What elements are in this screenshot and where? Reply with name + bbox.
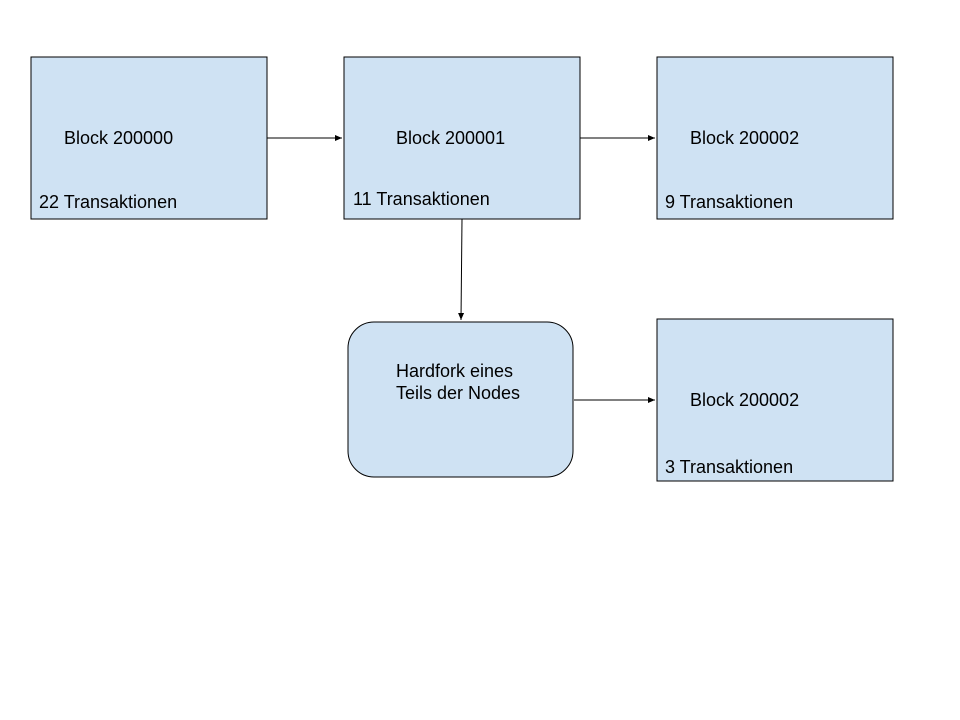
node-block-200002-fork[interactable]: Block 200002 3 Transaktionen [656,318,894,482]
node-hardfork-line1: Hardfork eines [396,361,513,381]
node-block-200000-count: 22 Transaktionen [39,192,177,212]
node-block-200002-fork-title: Block 200002 [690,390,799,410]
edge-block-200001-to-hardfork [458,218,465,321]
node-block-200002-main-count: 9 Transaktionen [665,192,793,212]
node-block-200002-main[interactable]: Block 200002 9 Transaktionen [656,56,894,220]
node-block-200001-box [343,56,581,220]
node-block-200001-count: 11 Transaktionen [353,189,490,209]
node-block-200002-fork-count: 3 Transaktionen [665,457,793,477]
node-block-200002-main-title: Block 200002 [690,128,799,148]
node-hardfork-line2: Teils der Nodes [396,383,520,403]
node-block-200000-box [30,56,268,220]
node-block-200002-main-box [656,56,894,220]
node-hardfork-box [347,321,574,478]
node-block-200001-title: Block 200001 [396,128,505,148]
node-block-200000-title: Block 200000 [64,128,173,148]
node-block-200002-fork-box [656,318,894,482]
node-block-200000[interactable]: Block 200000 22 Transaktionen [30,56,268,220]
node-block-200001[interactable]: Block 200001 11 Transaktionen [343,56,581,220]
node-hardfork[interactable]: Hardfork eines Teils der Nodes [347,321,574,478]
